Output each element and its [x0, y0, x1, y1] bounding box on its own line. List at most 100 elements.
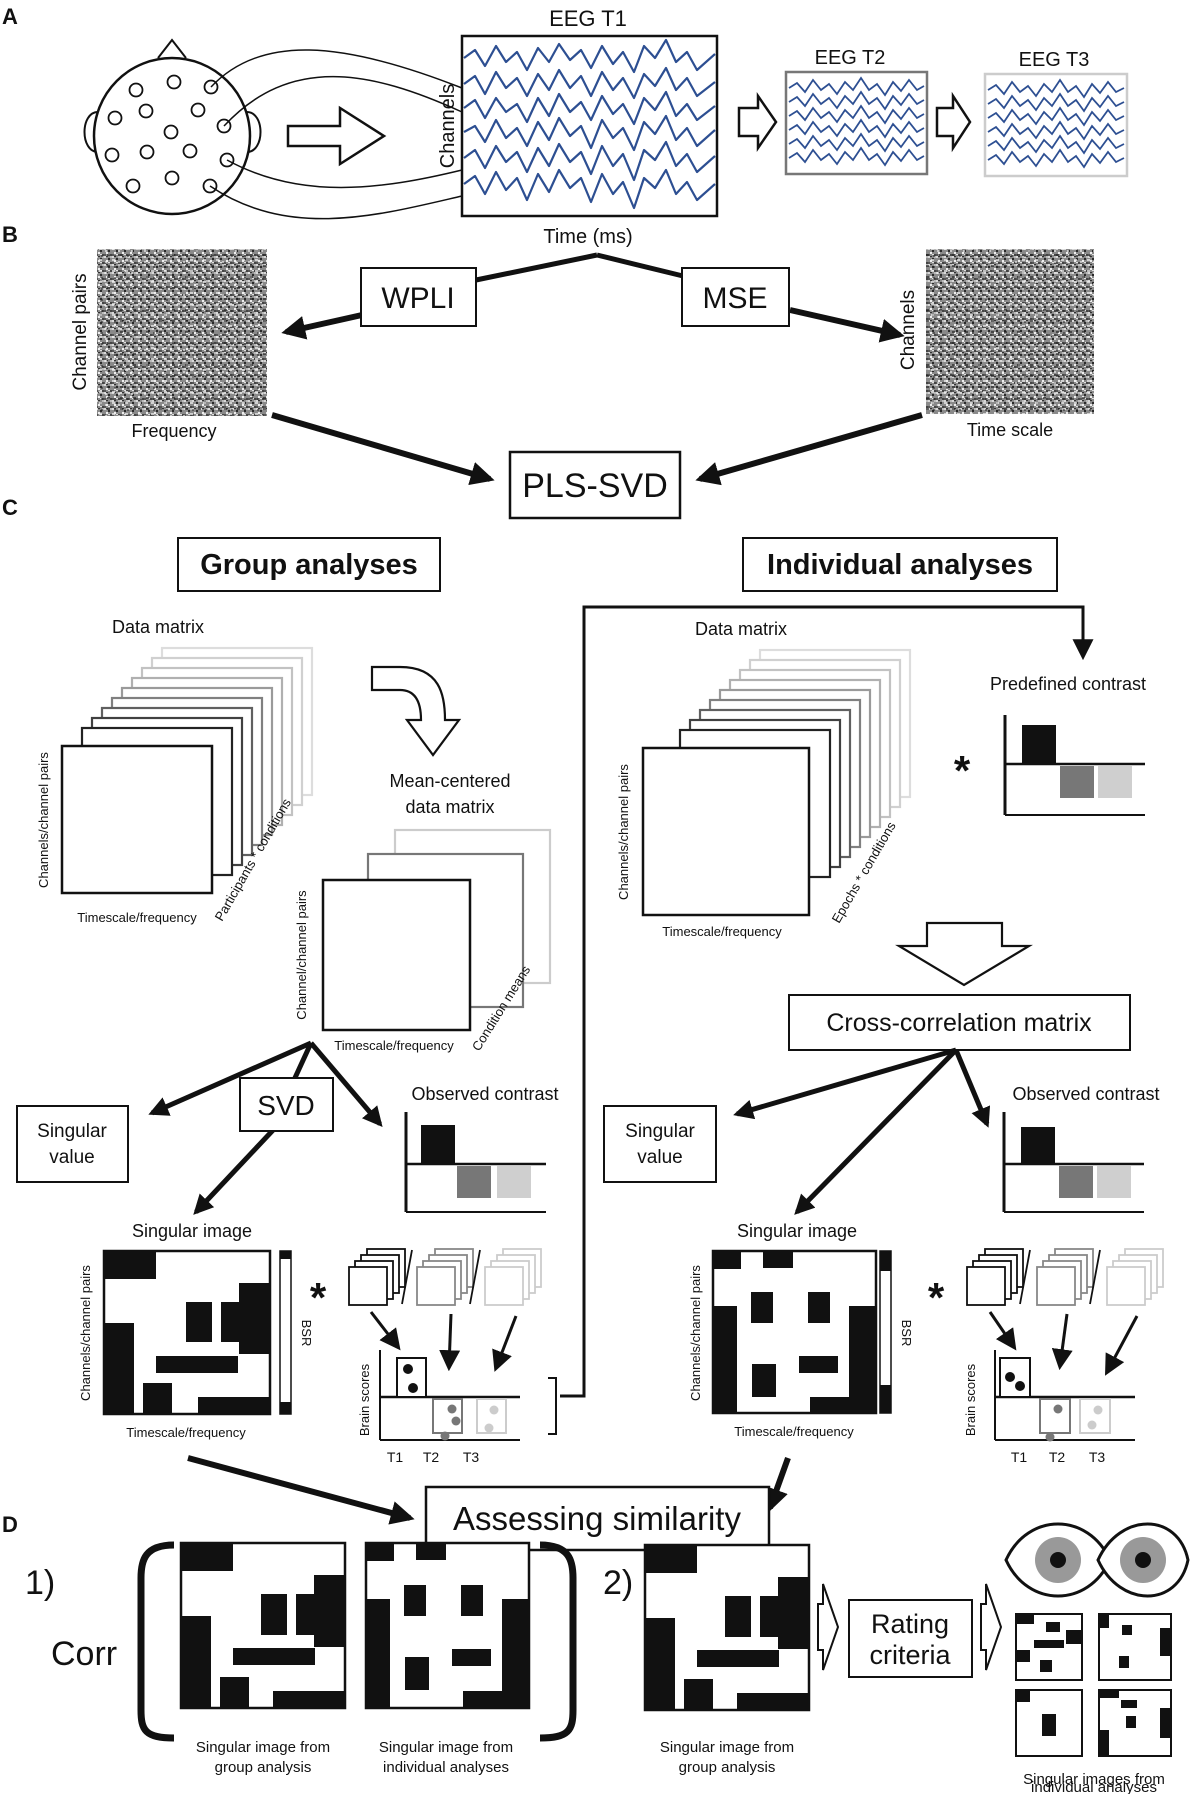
caption-d1-group-1: Singular image from	[196, 1739, 330, 1756]
arrow-indiv-to-similarity	[765, 1456, 791, 1513]
singular-image-indiv	[711, 1249, 878, 1415]
channel-pairs-label: Channel pairs	[70, 273, 91, 390]
arrow-stack3-group	[492, 1315, 518, 1372]
apex-left-line	[475, 252, 598, 283]
singular-image-label-group: Singular image	[132, 1221, 252, 1241]
step-2-label: 2)	[603, 1564, 633, 1602]
caption-d2-group-2: group analysis	[679, 1759, 776, 1776]
d1-indiv-image	[364, 1541, 531, 1710]
brain-scores-label-indiv: Brain scores	[963, 1363, 978, 1436]
brain-scores-label-group: Brain scores	[357, 1363, 372, 1436]
eye-left-icon	[1004, 1522, 1112, 1598]
data-matrix-stack-indiv	[641, 648, 912, 917]
arrow-to-observed-contrast-indiv	[953, 1049, 991, 1128]
singular-value-group-1: Singular	[37, 1121, 107, 1142]
group-channels-axis: Channels/channel pairs	[36, 752, 51, 888]
timescale-axis-si-group: Timescale/frequency	[126, 1425, 246, 1440]
bsr-bar-group	[279, 1250, 292, 1415]
pls-svd-label: PLS-SVD	[522, 467, 668, 505]
pls-svd-box	[508, 450, 682, 520]
thumbnail-3	[1015, 1689, 1083, 1757]
feedback-path	[560, 605, 1094, 1398]
assessing-similarity-label: Assessing similarity	[453, 1500, 741, 1537]
mse-matrix	[926, 249, 1094, 414]
singular-image-group	[102, 1249, 272, 1416]
mse-box	[681, 267, 790, 327]
cross-correlation-label: Cross-correlation matrix	[826, 1009, 1092, 1037]
caption-d2-images-1: Singular images from	[1023, 1771, 1165, 1788]
arrow-to-wpli-matrix	[281, 312, 363, 340]
svd-label: SVD	[257, 1090, 315, 1121]
eeg-t1-title: EEG T1	[549, 6, 627, 31]
individual-analyses-title: Individual analyses	[767, 549, 1033, 581]
channels-label-a: Channels	[437, 84, 459, 169]
singular-value-indiv-1: Singular	[625, 1121, 695, 1142]
wpli-matrix	[97, 249, 267, 416]
asterisk-indiv-top: *	[954, 747, 971, 794]
bsr-label-indiv: BSR	[899, 1320, 914, 1347]
arrow-to-singular-value-indiv	[733, 1047, 957, 1120]
condition-stacks-indiv	[966, 1248, 1164, 1306]
individual-analyses-box	[742, 537, 1058, 592]
channel-pairs-axis-mc: Channel/channel pairs	[294, 890, 309, 1020]
thumbnail-1	[1015, 1613, 1083, 1681]
arrow-stack2-indiv	[1051, 1313, 1073, 1371]
svd-box	[239, 1077, 334, 1132]
t3-label-group: T3	[463, 1449, 480, 1465]
head-diagram	[83, 38, 463, 220]
step-1-label: 1)	[25, 1564, 55, 1602]
caption-d1-group-2: group analysis	[215, 1759, 312, 1776]
time-label: Time (ms)	[543, 226, 632, 248]
observed-contrast-label-group: Observed contrast	[411, 1084, 558, 1104]
observed-contrast-chart-indiv	[1002, 1112, 1144, 1213]
data-matrix-label-indiv: Data matrix	[695, 619, 787, 639]
caption-d1-indiv-2: individual analyses	[383, 1759, 509, 1776]
condition-stacks-group	[348, 1248, 542, 1306]
singular-value-group-2: value	[49, 1147, 94, 1168]
channels-axis-si-indiv: Channels/channel pairs	[688, 1265, 703, 1401]
eeg-t2-title: EEG T2	[815, 47, 886, 69]
singular-image-label-indiv: Singular image	[737, 1221, 857, 1241]
eeg-t2-plot	[784, 70, 929, 176]
bsr-label-group: BSR	[299, 1320, 314, 1347]
left-bracket	[137, 1541, 175, 1742]
svd-stem	[291, 1041, 314, 1082]
eeg-t1-plot	[460, 34, 719, 218]
apex-right-line	[596, 252, 684, 279]
caption-d2-group-1: Singular image from	[660, 1739, 794, 1756]
t2-label-group: T2	[423, 1449, 440, 1465]
caption-d1-indiv-1: Singular image from	[379, 1739, 513, 1756]
mean-centered-label-2: data matrix	[405, 797, 494, 817]
channels-axis-si-group: Channels/channel pairs	[78, 1265, 93, 1401]
caption-d2-images-2: individual analyses	[1031, 1779, 1157, 1794]
arrow-stack2-group	[439, 1313, 461, 1372]
arrow-to-rating	[817, 1583, 840, 1671]
t2-label-indiv: T2	[1049, 1449, 1066, 1465]
singular-value-box-group	[16, 1105, 129, 1183]
rating-criteria-box	[848, 1599, 973, 1678]
wpli-label: WPLI	[381, 282, 454, 315]
arrow-to-singular-image-group	[193, 1126, 277, 1215]
timescale-axis-si-indiv: Timescale/frequency	[734, 1424, 854, 1439]
assessing-similarity-box	[424, 1485, 771, 1552]
time-scale-label: Time scale	[967, 420, 1053, 440]
arrow-to-observed-contrast-group	[309, 1041, 383, 1128]
t3-label-indiv: T3	[1089, 1449, 1106, 1465]
arrow-group-to-similarity	[187, 1455, 415, 1525]
rating-criteria-1: Rating	[871, 1609, 949, 1639]
brain-scores-bracket	[548, 1377, 557, 1435]
indiv-timescale-axis: Timescale/frequency	[662, 924, 782, 939]
arrow-t1-t2	[737, 91, 778, 153]
singular-value-box-indiv	[603, 1105, 717, 1183]
channels-label-b: Channels	[898, 290, 919, 370]
brain-scores-chart-indiv	[994, 1350, 1135, 1442]
mse-label: MSE	[702, 282, 767, 315]
arrow-mse-to-pls	[695, 412, 923, 486]
rating-criteria-2: criteria	[869, 1640, 951, 1670]
observed-contrast-label-indiv: Observed contrast	[1012, 1084, 1159, 1104]
observed-contrast-chart-group	[404, 1112, 546, 1213]
d2-group-image	[643, 1543, 811, 1712]
frequency-label: Frequency	[131, 421, 216, 441]
panel-label-a: A	[2, 4, 18, 29]
